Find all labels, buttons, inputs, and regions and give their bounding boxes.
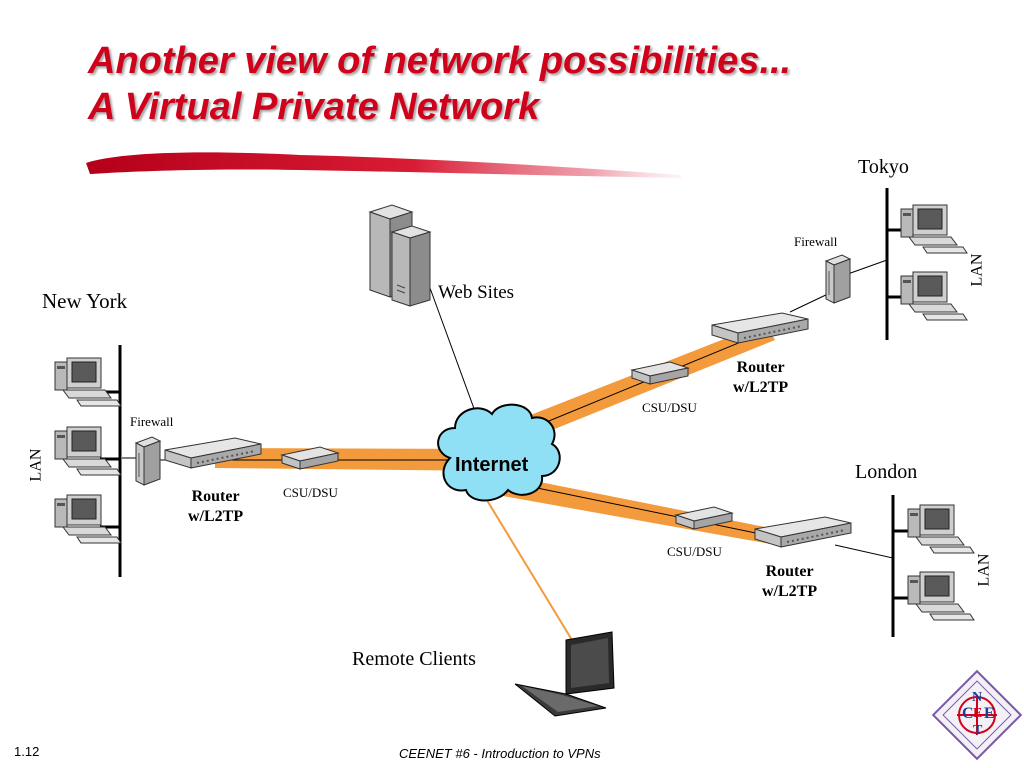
new-york-router-label-line1: Router <box>191 488 240 505</box>
new-york-csu-label: CSU/DSU <box>283 485 338 500</box>
tokyo-router-label-line1: Router <box>736 359 785 376</box>
new-york-router-label: Router w/L2TP <box>188 487 243 527</box>
tokyo-router-label: Router w/L2TP <box>733 358 788 398</box>
tokyo-router-icon <box>711 312 809 344</box>
tokyo-firewall-label: Firewall <box>794 234 838 249</box>
new-york-firewall-icon <box>135 436 161 486</box>
slide-footer: CEENET #6 - Introduction to VPNs <box>399 746 601 761</box>
tokyo-csu-label: CSU/DSU <box>642 400 697 415</box>
laptop-icon <box>514 631 615 717</box>
lan-drops-london <box>893 529 910 600</box>
london-router-label-line2: w/L2TP <box>762 583 818 600</box>
tokyo-pc-2-icon <box>900 271 968 321</box>
remote-clients-label: Remote Clients <box>352 648 476 670</box>
tokyo-csu-dsu-icon <box>631 361 689 385</box>
london-label: London <box>855 461 918 483</box>
web-sites-label: Web Sites <box>438 282 515 303</box>
slide-number: 1.12 <box>14 744 40 759</box>
london-csu-label: CSU/DSU <box>667 544 722 559</box>
new-york-firewall-label: Firewall <box>130 414 174 429</box>
new-york-router-label-line2: w/L2TP <box>188 508 244 525</box>
london-router-label: Router w/L2TP <box>762 562 817 602</box>
remote-client-link <box>484 496 573 641</box>
internet-label: Internet <box>455 454 529 476</box>
ceenet-logo <box>931 669 1023 761</box>
london-router-icon <box>754 516 852 548</box>
logo-letter-n: N <box>972 690 983 705</box>
logo-letter-e1: E <box>973 706 983 721</box>
new-york-pc-2-icon <box>54 426 122 476</box>
logo-letter-c: C <box>962 705 974 722</box>
new-york-pc-1-icon <box>54 357 122 407</box>
internet-cloud-icon <box>437 403 561 502</box>
tokyo-firewall-icon <box>825 254 851 304</box>
london-lan-label: LAN <box>975 553 993 587</box>
tokyo-router-label-line2: w/L2TP <box>733 379 789 396</box>
london-pc-1-icon <box>907 504 975 554</box>
title-brush-stroke <box>86 152 682 178</box>
tokyo-lan-label: LAN <box>968 253 986 287</box>
web-server-icon <box>368 204 432 307</box>
london-router-label-line1: Router <box>765 563 814 580</box>
tokyo-pc-1-icon <box>900 204 968 254</box>
new-york-label: New York <box>42 289 128 313</box>
new-york-pc-3-icon <box>54 494 122 544</box>
logo-letter-e2: E <box>984 705 995 722</box>
title-line-2: A Virtual Private Network <box>88 86 540 128</box>
logo-letter-t: T <box>973 723 983 738</box>
title-line-1: Another view of network possibilities... <box>88 40 792 82</box>
london-pc-2-icon <box>907 571 975 621</box>
new-york-lan-label: LAN <box>27 448 45 482</box>
slide-title: Another view of network possibilities...… <box>88 38 791 130</box>
tokyo-label: Tokyo <box>858 156 909 178</box>
